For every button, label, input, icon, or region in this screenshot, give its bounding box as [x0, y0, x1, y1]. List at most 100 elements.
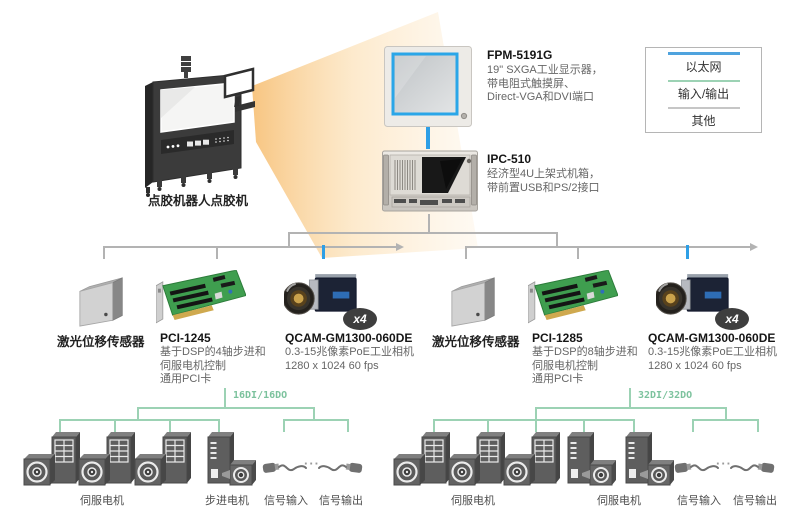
monitor-name: FPM-5191G: [487, 48, 553, 62]
laser-sensor-label: 激光位移传感器: [57, 335, 145, 349]
legend-item-other: 其他: [646, 106, 761, 129]
signal-output-icon: [317, 452, 363, 480]
pci-card-icon: [528, 270, 618, 325]
ethernet-swatch: [667, 51, 740, 55]
connector-segment: [465, 246, 751, 248]
servo-motor-label: 伺服电机: [597, 495, 641, 507]
servo-motor-icon: [447, 429, 505, 493]
signal-input-icon: [674, 452, 720, 480]
desc-line: 0.3-15兆像素PoE工业相机: [285, 346, 414, 358]
laser-sensor-label: 激光位移传感器: [432, 335, 520, 349]
signal-dots: ···: [716, 456, 732, 471]
desc-line: 伺服电机控制: [532, 359, 598, 372]
legend-label: 其他: [691, 113, 716, 128]
io-count-label: 16DI/16DO: [233, 390, 288, 401]
signal-output-icon: [729, 452, 775, 480]
io-line: [433, 419, 635, 421]
io-line: [725, 407, 727, 421]
io-line: [137, 407, 139, 421]
legend: 以太网 输入/输出 其他: [645, 47, 762, 133]
io-line: [114, 419, 116, 432]
connector-segment: [288, 232, 290, 248]
connector-segment: [556, 232, 558, 248]
io-line: [535, 419, 537, 432]
desc-line: 经济型4U上架式机箱，: [487, 168, 601, 180]
io-line: [283, 419, 285, 432]
ethernet-drop: [686, 245, 689, 259]
io-line: [347, 419, 349, 432]
stepper-motor-label: 步进电机: [205, 495, 249, 507]
stepper-motor-icon: [200, 429, 256, 493]
pci-card-icon: [156, 270, 246, 325]
arrow-right-icon: [750, 243, 758, 251]
desc-line: 带前置USB和PS/2接口: [487, 181, 600, 194]
io-count-label: 32DI/32DO: [638, 390, 693, 401]
io-line: [169, 419, 171, 432]
servo-motor-icon: [392, 429, 450, 493]
legend-item-io: 输入/输出: [646, 79, 761, 102]
camera-count-badge: x4: [715, 308, 749, 330]
io-line: [757, 419, 759, 432]
connector-segment: [577, 246, 579, 259]
signal-input-label: 信号输入: [677, 495, 721, 507]
desc-line: 1280 x 1024 60 fps: [648, 359, 742, 372]
connector-segment: [288, 232, 558, 234]
servo-motor-icon: [133, 429, 191, 493]
desc-line: 伺服电机控制: [160, 359, 226, 372]
camera-desc: 0.3-15兆像素PoE工业相机 1280 x 1024 60 fps: [285, 346, 414, 373]
dispensing-machine-icon: [145, 56, 255, 197]
io-line: [313, 407, 315, 421]
signal-input-label: 信号输入: [264, 495, 308, 507]
io-line: [692, 419, 694, 432]
io-swatch: [667, 79, 740, 82]
camera-count-badge: x4: [343, 308, 377, 330]
connector-segment: [428, 214, 430, 233]
desc-line: 1280 x 1024 60 fps: [285, 359, 379, 372]
io-line: [283, 419, 349, 421]
ipc-desc: 经济型4U上架式机箱， 带前置USB和PS/2接口: [487, 168, 600, 195]
pci-card-name: PCI-1245: [160, 331, 211, 345]
pci-card-name: PCI-1285: [532, 331, 583, 345]
io-line: [59, 419, 61, 432]
servo-motor-icon: [22, 429, 80, 493]
camera-name: QCAM-GM1300-060DE: [285, 331, 413, 345]
servo-motor-icon: [77, 429, 135, 493]
camera-name: QCAM-GM1300-060DE: [648, 331, 776, 345]
desc-line: 带电阻式触摸屏、: [487, 77, 575, 90]
ipc-name: IPC-510: [487, 152, 532, 166]
signal-input-icon: [262, 452, 308, 480]
ipc-chassis-icon: [382, 150, 478, 212]
io-line: [629, 388, 631, 409]
desc-line: 基于DSP的8轴步进和: [532, 346, 638, 358]
io-line: [59, 419, 220, 421]
legend-label: 输入/输出: [677, 86, 730, 101]
desc-line: 0.3-15兆像素PoE工业相机: [648, 346, 777, 358]
laser-sensor-icon: [448, 274, 502, 330]
laser-sensor-icon: [76, 274, 130, 330]
legend-item-ethernet: 以太网: [646, 51, 761, 75]
camera-desc: 0.3-15兆像素PoE工业相机 1280 x 1024 60 fps: [648, 346, 777, 373]
desc-line: 通用PCI卡: [160, 373, 212, 385]
io-line: [692, 419, 759, 421]
desc-line: 19" SXGA工业显示器，: [487, 64, 603, 76]
io-line: [535, 407, 537, 421]
desc-line: 通用PCI卡: [532, 373, 584, 385]
pci-card-desc: 基于DSP的4轴步进和 伺服电机控制 通用PCI卡: [160, 346, 266, 387]
connector-segment: [465, 246, 467, 259]
servo-motor-label: 伺服电机: [451, 495, 495, 507]
io-line: [433, 419, 435, 432]
arrow-right-icon: [396, 243, 404, 251]
desc-line: 基于DSP的4轴步进和: [160, 346, 266, 358]
connector-segment: [103, 246, 105, 259]
monitor-icon: [384, 46, 472, 127]
io-line: [583, 419, 585, 432]
machine-label: 点胶机器人点胶机: [148, 194, 249, 208]
connector-segment: [103, 246, 397, 248]
pci-card-desc: 基于DSP的8轴步进和 伺服电机控制 通用PCI卡: [532, 346, 638, 387]
desc-line: Direct-VGA和DVI端口: [487, 91, 594, 103]
connector-segment: [216, 246, 218, 259]
io-line: [633, 419, 635, 432]
servo-drive-icon: [560, 429, 616, 493]
signal-output-label: 信号输出: [319, 495, 363, 507]
other-swatch: [667, 106, 740, 109]
